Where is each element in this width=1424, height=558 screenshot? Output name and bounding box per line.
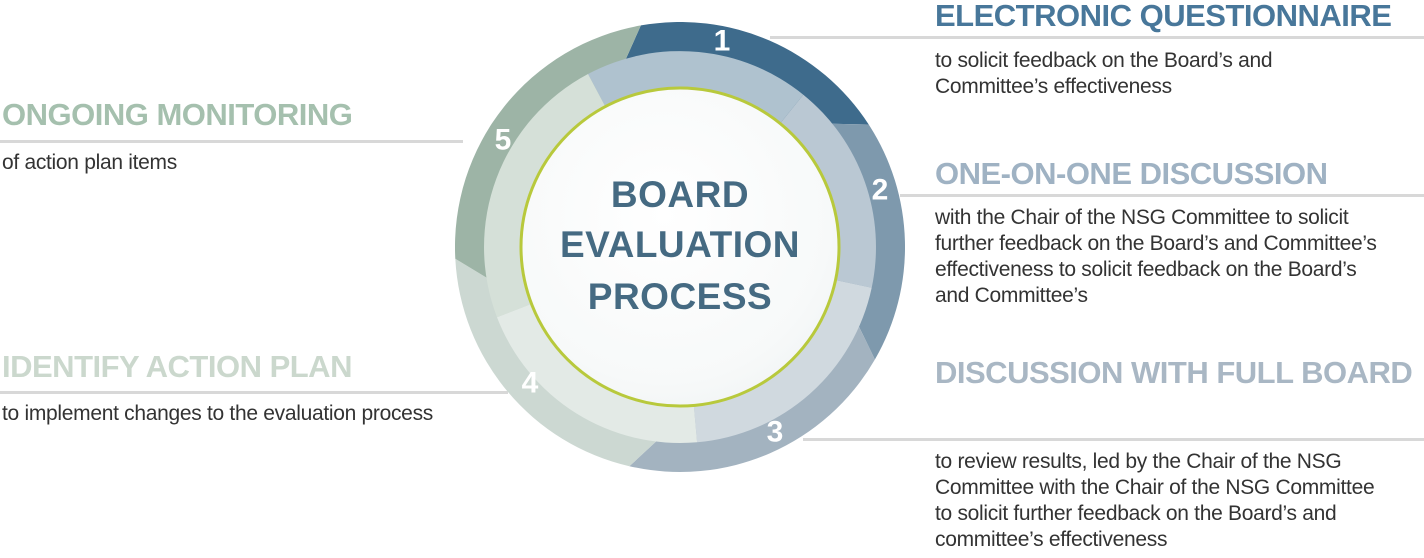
center-circle <box>519 86 841 408</box>
step-number-1: 1 <box>714 25 731 58</box>
step-number-5: 5 <box>495 124 512 157</box>
step-heading-electronic-questionnaire: ELECTRONIC QUESTIONNAIRE <box>935 0 1392 33</box>
step-description-identify-action-plan: to implement changes to the evaluation p… <box>2 402 433 425</box>
ring-segment-2-inner-band <box>780 94 876 288</box>
step-heading-one-on-one-discussion: ONE-ON-ONE DISCUSSION <box>935 156 1328 191</box>
step-number-4: 4 <box>522 367 539 400</box>
leader-line-step-3 <box>803 438 1424 441</box>
step-description-ongoing-monitoring: of action plan items <box>2 151 177 174</box>
ring-segment-3-inner-band <box>693 280 872 443</box>
ring-segment-5-inner-band <box>484 74 605 318</box>
step-heading-ongoing-monitoring: ONGOING MONITORING <box>2 97 353 132</box>
step-number-3: 3 <box>767 416 784 449</box>
leader-line-step-2 <box>900 194 1424 197</box>
process-ring: 1 2 3 4 5 BOARD EVALUATION PROCESS <box>455 22 905 472</box>
step-heading-discussion-with-full-board: DISCUSSION WITH FULL BOARD <box>935 355 1413 390</box>
diagram-title-line-3: PROCESS <box>588 276 772 317</box>
step-description-one-on-one-discussion: with the Chair of the NSG Committee to s… <box>935 206 1377 307</box>
diagram-title-line-2: EVALUATION <box>560 224 800 265</box>
ring-segment-1-inner-band <box>588 51 804 123</box>
step-number-2: 2 <box>872 174 889 207</box>
step-heading-identify-action-plan: IDENTIFY ACTION PLAN <box>2 349 352 384</box>
step-description-electronic-questionnaire: to solicit feedback on the Board’s and C… <box>935 49 1273 98</box>
diagram-title-line-1: BOARD <box>611 174 749 215</box>
step-description-discussion-with-full-board: to review results, led by the Chair of t… <box>935 450 1375 551</box>
leader-line-step-5 <box>0 140 463 143</box>
ring-segment-4-inner-band <box>497 304 698 444</box>
leader-line-step-4 <box>0 391 508 394</box>
leader-line-step-1 <box>770 36 1424 39</box>
